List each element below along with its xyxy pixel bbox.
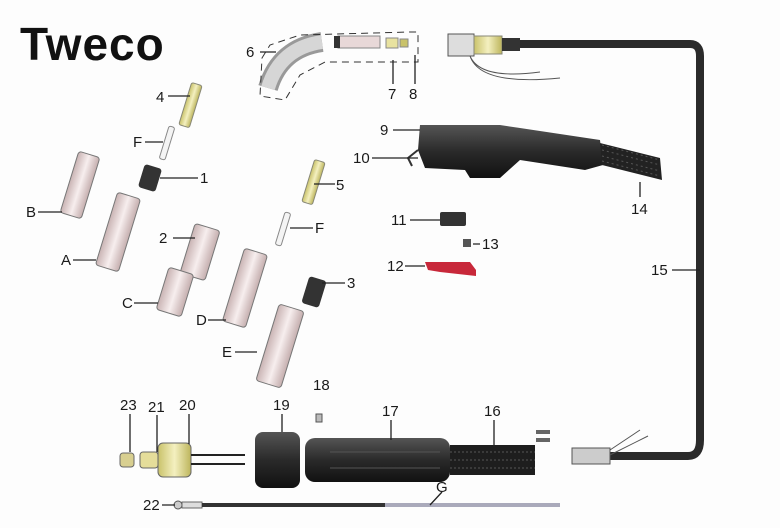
label-f1: F bbox=[133, 134, 142, 151]
label-10: 10 bbox=[353, 150, 370, 167]
label-4: 4 bbox=[156, 89, 164, 106]
nozzle-b bbox=[60, 151, 100, 219]
label-16: 16 bbox=[484, 403, 501, 420]
label-11: 11 bbox=[391, 212, 407, 229]
nozzle-e bbox=[256, 304, 304, 388]
gooseneck-6 bbox=[258, 31, 419, 101]
label-18: 18 bbox=[313, 377, 330, 394]
leader-lines bbox=[38, 51, 700, 506]
label-c: C bbox=[122, 295, 133, 312]
trigger-12 bbox=[425, 262, 476, 276]
label-5: 5 bbox=[336, 177, 344, 194]
label-a: A bbox=[61, 252, 71, 269]
insulator-1 bbox=[138, 164, 162, 192]
label-7: 7 bbox=[388, 86, 396, 103]
label-9: 9 bbox=[380, 122, 388, 139]
nut-19 bbox=[255, 432, 300, 488]
spring-16 bbox=[450, 445, 535, 475]
label-f2: F bbox=[315, 220, 324, 237]
label-e: E bbox=[222, 344, 232, 361]
liner-g bbox=[173, 500, 560, 510]
label-19: 19 bbox=[273, 397, 290, 414]
label-2: 2 bbox=[159, 230, 167, 247]
label-1: 1 bbox=[200, 170, 208, 187]
label-6: 6 bbox=[246, 44, 254, 61]
label-17: 17 bbox=[382, 403, 399, 420]
housing-20 bbox=[157, 442, 245, 478]
nozzle-a bbox=[95, 192, 141, 272]
label-20: 20 bbox=[179, 397, 196, 414]
grip-17 bbox=[305, 438, 450, 482]
switch-11 bbox=[440, 212, 466, 226]
nozzle-c bbox=[156, 267, 194, 317]
brand-logo: Tweco bbox=[20, 18, 165, 70]
cable-15 bbox=[447, 33, 704, 465]
label-23: 23 bbox=[120, 397, 137, 414]
label-15: 15 bbox=[651, 262, 668, 279]
connector-21 bbox=[139, 451, 159, 469]
label-22: 22 bbox=[143, 497, 160, 514]
label-14: 14 bbox=[631, 201, 648, 218]
label-d: D bbox=[196, 312, 207, 329]
label-b: B bbox=[26, 204, 36, 221]
label-12: 12 bbox=[387, 258, 404, 275]
screw-18 bbox=[315, 413, 323, 423]
sleeve-f1 bbox=[159, 125, 175, 161]
label-21: 21 bbox=[148, 399, 165, 416]
label-g: G bbox=[436, 479, 448, 496]
nozzle-d bbox=[222, 248, 268, 328]
insulator-3 bbox=[302, 276, 326, 308]
label-3: 3 bbox=[347, 275, 355, 292]
label-8: 8 bbox=[409, 86, 417, 103]
handle-9 bbox=[406, 125, 662, 180]
spring-13 bbox=[463, 239, 471, 247]
sleeve-f2 bbox=[275, 211, 291, 247]
contact-tip-5 bbox=[301, 159, 326, 205]
nut-23 bbox=[119, 452, 135, 468]
label-13: 13 bbox=[482, 236, 499, 253]
contact-tip-4 bbox=[178, 82, 203, 128]
